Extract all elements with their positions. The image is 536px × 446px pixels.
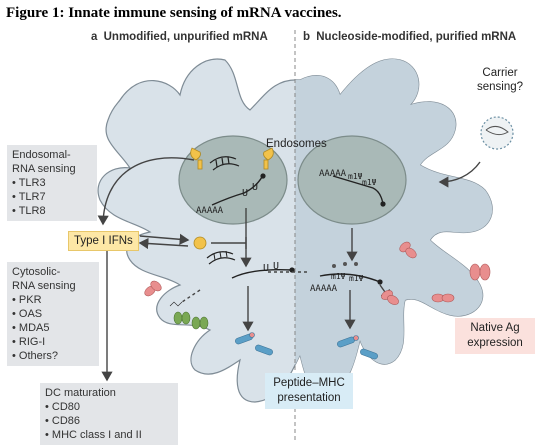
panel-a-title: Unmodified, unpurified mRNA	[103, 31, 268, 43]
cytosolic-item-oas: • OAS	[12, 308, 43, 320]
endosomal-item-tlr3: • TLR3	[12, 177, 46, 189]
mhc-molecule-icons	[235, 332, 378, 360]
panel-b-title: Nucleoside-modified, purified mRNA	[316, 31, 517, 43]
cytosolic-item-pkr: • PKR	[12, 294, 42, 306]
type1-ifns-label: Type I IFNs	[68, 231, 139, 251]
polya-tail-a: AAAAA	[196, 206, 224, 216]
cytosolic-rna-sensing-box: Cytosolic- RNA sensing • PKR • OAS • MDA…	[7, 262, 99, 366]
cytosolic-heading-1: Cytosolic-	[12, 266, 61, 278]
cytosolic-mrna-b	[319, 273, 381, 283]
figure-title: Figure 1: Innate immune sensing of mRNA …	[6, 5, 342, 21]
panel-a-letter: a	[91, 31, 98, 43]
m1psi-label-b1: m1Ψ	[348, 172, 363, 181]
mrna-strand-a	[211, 173, 266, 206]
dc-item-cd80: • CD80	[45, 401, 81, 413]
native-ag-expression-label: Native Ag expression	[455, 318, 535, 354]
carrier-sensing-label: Carrier sensing?	[476, 67, 524, 93]
panel-b-header: b Nucleoside-modified, purified mRNA	[303, 31, 516, 43]
dc-item-cd86: • CD86	[45, 415, 81, 427]
endosomal-heading-1: Endosomal-	[12, 149, 71, 161]
panel-b-letter: b	[303, 31, 311, 43]
endosomal-rna-sensing-box: Endosomal- RNA sensing • TLR3 • TLR7 • T…	[7, 145, 97, 221]
cytosolic-sensor-icon	[193, 236, 236, 265]
cytosolic-item-rig1: • RIG-I	[12, 336, 46, 348]
m1psi-label-c1: m1Ψ	[331, 272, 346, 281]
cytosolic-item-mda5: • MDA5	[12, 322, 50, 334]
uridine-label-a1: U	[242, 188, 249, 199]
cytosolic-heading-2: RNA sensing	[12, 280, 76, 292]
dc-maturation-box: DC maturation • CD80 • CD86 • MHC class …	[40, 383, 178, 445]
polya-tail-c: AAAAA	[310, 284, 338, 294]
endosomes-label: Endosomes	[266, 138, 327, 150]
uridine-label-c2: U	[273, 261, 280, 272]
dsrna-icon	[209, 156, 240, 171]
peptide-mhc-presentation-label: Peptide–MHC presentation	[265, 373, 353, 409]
endosomal-item-tlr7: • TLR7	[12, 191, 46, 203]
antigen-protein-icons	[144, 241, 491, 305]
tlr-sensor-icons	[190, 147, 274, 170]
cytosolic-mrna-a	[231, 268, 293, 279]
endosome-a	[178, 135, 288, 225]
endosomal-item-tlr8: • TLR8	[12, 205, 46, 217]
endosomal-heading-2: RNA sensing	[12, 163, 76, 175]
pathway-arrows	[97, 157, 481, 382]
panel-a-header: a Unmodified, unpurified mRNA	[91, 31, 268, 43]
polya-tail-b: AAAAA	[319, 169, 347, 179]
pkr-oas-protein-icons	[169, 301, 209, 330]
m1psi-label-c2: m1Ψ	[349, 274, 364, 283]
cytosolic-item-others: • Others?	[12, 350, 59, 362]
dc-item-mhc: • MHC class I and II	[45, 429, 142, 441]
uridine-label-c1: U	[263, 263, 270, 274]
lipid-nanoparticle-icon	[480, 116, 514, 150]
mrna-strand-b	[332, 175, 386, 207]
uridine-label-a2: U	[252, 182, 259, 193]
m1psi-label-b2: m1Ψ	[362, 178, 377, 187]
endosome-b	[297, 135, 407, 225]
ribosome-icons	[332, 262, 358, 268]
dc-heading: DC maturation	[45, 387, 116, 399]
